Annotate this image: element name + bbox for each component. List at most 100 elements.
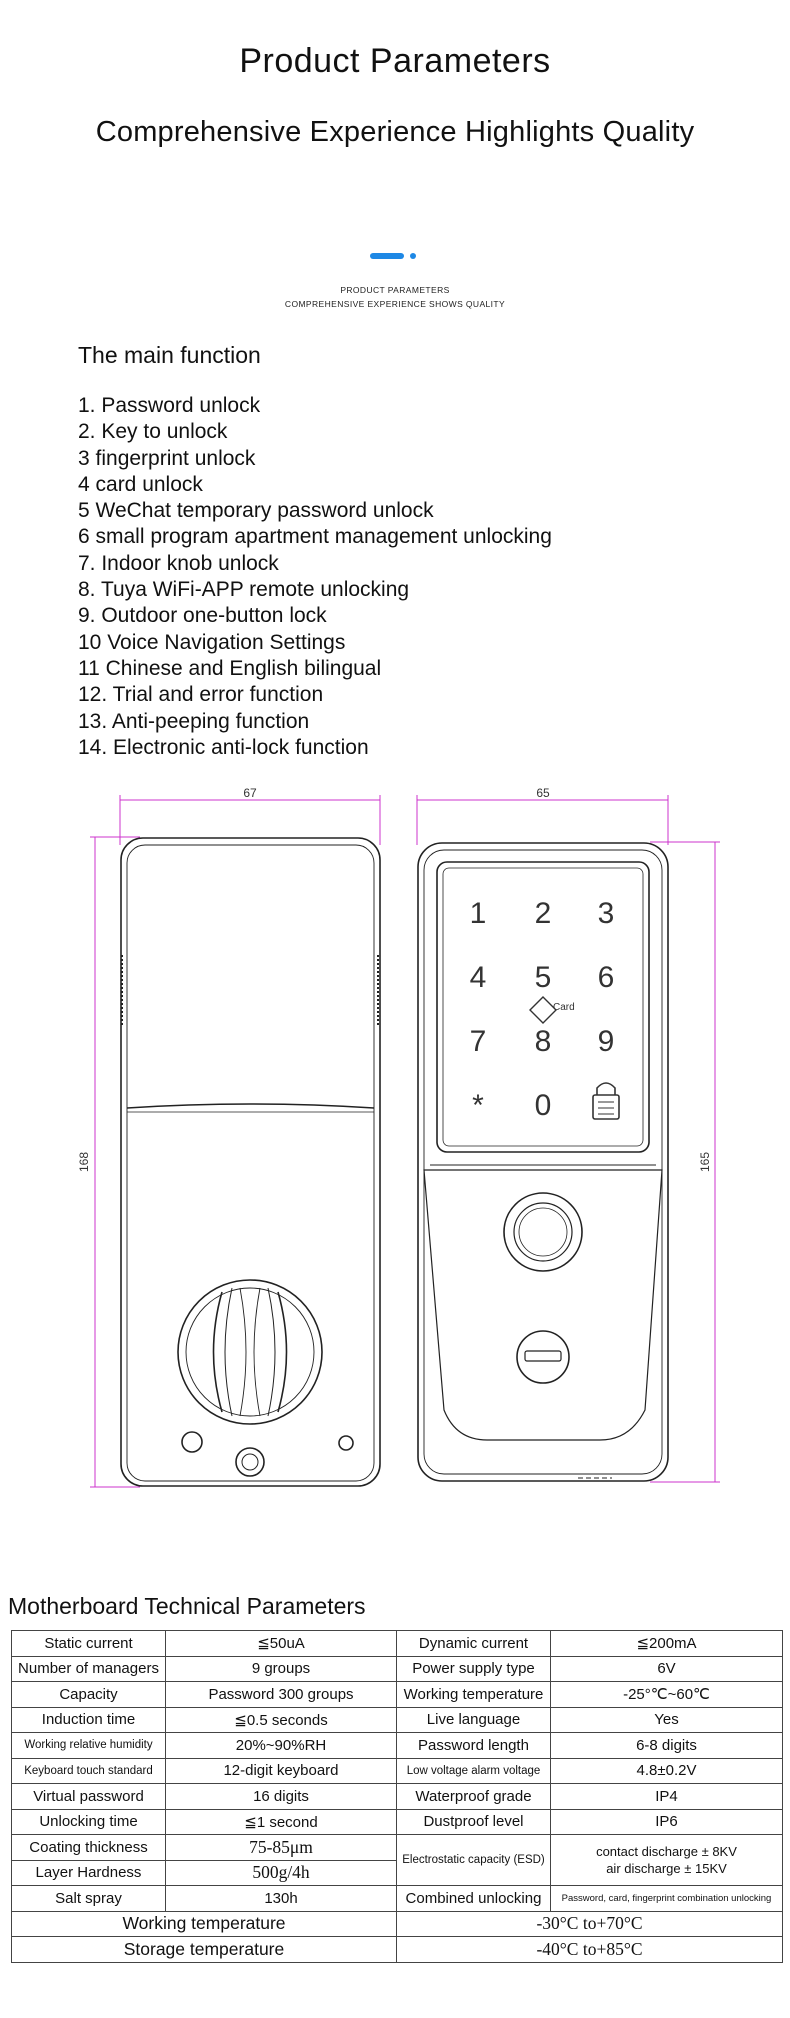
param-value: 500g/4h <box>165 1859 397 1886</box>
table-row: Capacity Password 300 groups Working tem… <box>11 1681 783 1708</box>
param-value: 75-85μm <box>165 1834 397 1861</box>
table-row: Number of managers 9 groups Power supply… <box>11 1655 783 1682</box>
keyhole <box>516 1330 570 1384</box>
param-label: Electrostatic capacity (ESD) <box>396 1834 551 1886</box>
param-label: Virtual password <box>11 1783 166 1810</box>
back-width-label: 67 <box>243 786 257 800</box>
param-label: Password length <box>396 1732 551 1759</box>
param-label: Induction time <box>11 1706 166 1733</box>
key-7: 7 <box>470 1025 487 1058</box>
feature-item: 1. Password unlock <box>78 394 261 417</box>
dimension-lines <box>90 795 720 1488</box>
param-label: Low voltage alarm voltage <box>396 1757 551 1784</box>
feature-item: 7. Indoor knob unlock <box>78 551 279 575</box>
param-label: Unlocking time <box>11 1808 166 1835</box>
feature-item: 2. Key to unlock <box>78 420 228 444</box>
feature-item: 5 WeChat temporary password unlock <box>78 499 434 523</box>
param-label: Waterproof grade <box>396 1783 551 1810</box>
param-label: Dustproof level <box>396 1808 551 1835</box>
key-8: 8 <box>535 1025 552 1058</box>
param-label: Salt spray <box>11 1885 166 1912</box>
param-label: Combined unlocking <box>396 1885 551 1912</box>
section-divider <box>0 253 790 261</box>
key-1: 1 <box>470 897 487 930</box>
front-height-label: 165 <box>698 1152 712 1172</box>
table-row: Static current ≦50uA Dynamic current ≦20… <box>11 1630 783 1657</box>
keypad: 1 2 3 4 5 6 7 8 9 * 0 <box>470 897 615 1122</box>
param-label: Keyboard touch standard <box>11 1757 166 1784</box>
key-6: 6 <box>598 961 615 994</box>
feature-item: 10 Voice Navigation Settings <box>78 630 346 654</box>
table-row: Working temperature -30°C to+70°C <box>11 1910 783 1937</box>
param-value: 6V <box>550 1655 783 1682</box>
param-label: Dynamic current <box>396 1630 551 1657</box>
caption-line-2: COMPREHENSIVE EXPERIENCE SHOWS QUALITY <box>284 299 506 309</box>
param-label: Storage temperature <box>11 1936 397 1963</box>
esd-contact: contact discharge ± 8KV <box>596 1844 737 1859</box>
card-icon: Card <box>529 996 575 1024</box>
param-label: Working temperature <box>11 1910 397 1937</box>
page-title: Product Parameters <box>239 42 551 80</box>
param-label: Capacity <box>11 1681 166 1708</box>
divider-dot <box>410 253 416 259</box>
feature-item: 11 Chinese and English bilingual <box>78 656 382 680</box>
feature-list: 1. Password unlock 2. Key to unlock 3 fi… <box>78 393 552 761</box>
param-value: -30°C to+70°C <box>396 1910 783 1937</box>
param-label: Working relative humidity <box>11 1732 166 1759</box>
feature-item: 9. Outdoor one-button lock <box>78 604 327 628</box>
param-value: Password 300 groups <box>165 1681 397 1708</box>
param-value: -40°C to+85°C <box>396 1936 783 1963</box>
main-function-heading: The main function <box>78 342 261 368</box>
param-value: IP4 <box>550 1783 783 1810</box>
feature-item: 3 fingerprint unlock <box>78 446 256 470</box>
table-row: Layer Hardness 500g/4h <box>11 1859 783 1886</box>
feature-item: 12. Trial and error function <box>78 683 324 707</box>
card-label: Card <box>553 1002 575 1013</box>
param-value: 12-digit keyboard <box>165 1757 397 1784</box>
feature-item: 4 card unlock <box>78 472 203 496</box>
feature-item: 13. Anti-peeping function <box>78 709 310 733</box>
param-value: ≦0.5 seconds <box>165 1706 397 1733</box>
key-9: 9 <box>598 1025 615 1058</box>
table-row: Keyboard touch standard 12-digit keyboar… <box>11 1757 783 1784</box>
param-value: 6-8 digits <box>550 1732 783 1759</box>
param-value: ≦200mA <box>550 1630 783 1657</box>
lock-icon <box>592 1082 620 1120</box>
table-row: Induction time ≦0.5 seconds Live languag… <box>11 1706 783 1733</box>
lock-technical-drawing: 67 168 65 165 1 2 3 <box>77 786 720 1488</box>
param-label: Live language <box>396 1706 551 1733</box>
esd-air: air discharge ± 15KV <box>606 1861 727 1876</box>
fingerprint-reader <box>503 1192 583 1272</box>
key-star: * <box>472 1089 484 1122</box>
param-value: IP6 <box>550 1808 783 1835</box>
key-3: 3 <box>598 897 615 930</box>
front-view <box>417 842 669 1482</box>
param-label: Static current <box>11 1630 166 1657</box>
table-row: Working relative humidity 20%~90%RH Pass… <box>11 1732 783 1759</box>
param-label: Power supply type <box>396 1655 551 1682</box>
feature-item: 14. Electronic anti-lock function <box>78 735 369 759</box>
tech-params-table: Static current ≦50uA Dynamic current ≦20… <box>11 1630 783 1963</box>
param-value: contact discharge ± 8KV air discharge ± … <box>550 1834 783 1886</box>
key-4: 4 <box>470 961 487 994</box>
param-value: 16 digits <box>165 1783 397 1810</box>
table-row: Storage temperature -40°C to+85°C <box>11 1936 783 1963</box>
param-value: 130h <box>165 1885 397 1912</box>
front-width-label: 65 <box>536 786 550 800</box>
table-row: Virtual password 16 digits Waterproof gr… <box>11 1783 783 1810</box>
param-value: ≦1 second <box>165 1808 397 1835</box>
param-label: Number of managers <box>11 1655 166 1682</box>
param-value: -25°℃~60℃ <box>550 1681 783 1708</box>
table-row: Salt spray 130h Combined unlocking Passw… <box>11 1885 783 1912</box>
back-view <box>120 837 381 1487</box>
param-label: Coating thickness <box>11 1834 166 1861</box>
param-value: 20%~90%RH <box>165 1732 397 1759</box>
table-row: Coating thickness 75-85μm Electrostatic … <box>11 1834 783 1886</box>
key-0: 0 <box>535 1089 552 1122</box>
page-subtitle: Comprehensive Experience Highlights Qual… <box>95 116 695 148</box>
feature-item: 6 small program apartment management unl… <box>78 525 552 549</box>
back-height-label: 168 <box>77 1152 91 1172</box>
param-label: Layer Hardness <box>11 1859 166 1886</box>
key-2: 2 <box>535 897 552 930</box>
param-value: ≦50uA <box>165 1630 397 1657</box>
